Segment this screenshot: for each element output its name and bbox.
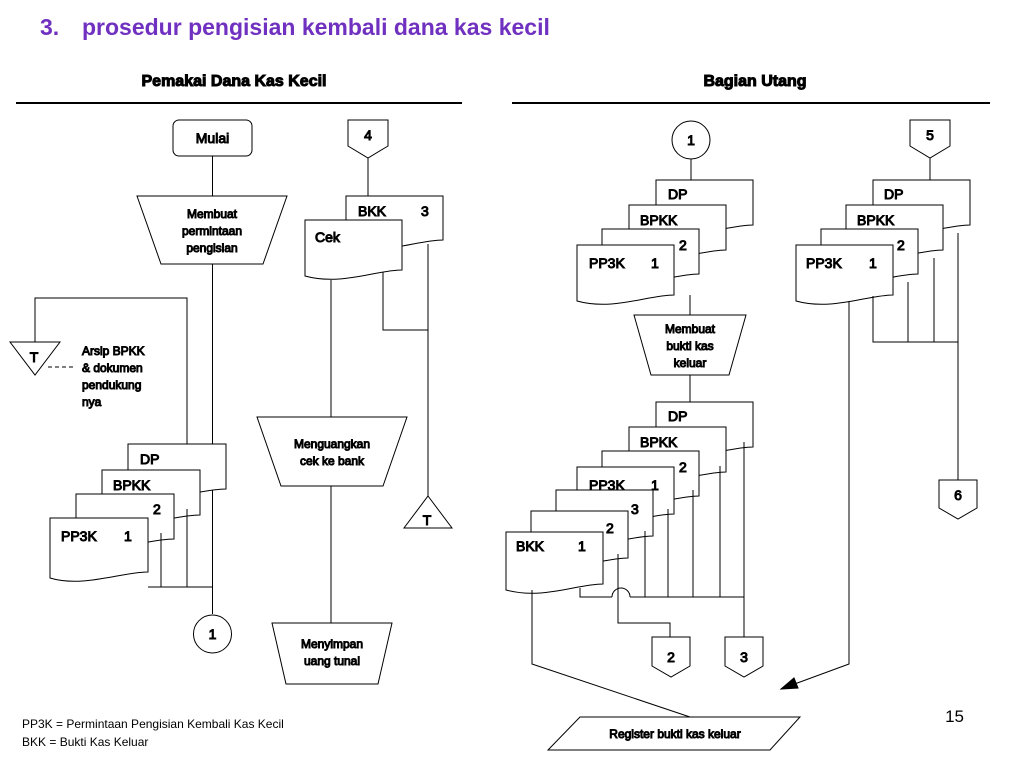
process-request-line3: pengisian xyxy=(186,241,237,255)
doc-out-pp3k-label: PP3K xyxy=(589,477,625,493)
doc-in-dp-label: DP xyxy=(668,186,687,202)
archive-note-line3: pendukung xyxy=(82,378,141,392)
register-shape xyxy=(546,716,802,751)
doc-pp3k-copy-number: 1 xyxy=(124,528,132,544)
doc-in2-pp3k-label: PP3K xyxy=(806,255,842,271)
doc-bpkk-copy-number: 2 xyxy=(153,501,161,517)
offpage-connector-2 xyxy=(651,636,691,678)
doc-bkk-3-label: BKK xyxy=(358,203,387,219)
store-cash-line1: Menyimpan xyxy=(301,637,363,651)
archive-note-line2: & dokumen xyxy=(82,361,143,375)
doc-pp3k-label: PP3K xyxy=(61,528,97,544)
offpage-connector-4 xyxy=(347,119,389,159)
doc-dp-label: DP xyxy=(140,451,159,467)
doc-out-bkk-3-number: 3 xyxy=(631,501,639,517)
flow-line xyxy=(872,296,958,343)
doc-out-dp-label: DP xyxy=(668,408,687,424)
legend-note-bkk: BKK = Bukti Kas Keluar xyxy=(22,735,149,749)
process-voucher-line2: bukti kas xyxy=(666,339,713,353)
doc-out-bkk-label: BKK xyxy=(516,538,545,554)
process-cash-line1: Menguangkan xyxy=(294,437,370,451)
offpage-connector-2-label: 2 xyxy=(667,649,675,665)
title-text: prosedur pengisian kembali dana kas keci… xyxy=(82,14,550,40)
process-request-line1: Membuat xyxy=(187,207,238,221)
offpage-connector-3-label: 3 xyxy=(740,649,748,665)
process-voucher-line3: keluar xyxy=(674,356,707,370)
archive-note-line4: nya xyxy=(82,395,102,409)
doc-cek xyxy=(304,219,403,280)
slide-title: 3. prosedur pengisian kembali dana kas ke… xyxy=(40,14,550,41)
doc-in2-bpkk-label: BPKK xyxy=(857,212,895,228)
flow-line xyxy=(579,588,612,598)
flow-line xyxy=(382,272,428,331)
archive-file-label: T xyxy=(30,349,39,365)
legend-note-pp3k: PP3K = Permintaan Pengisian Kembali Kas … xyxy=(22,717,284,731)
arrow-head xyxy=(779,677,799,690)
offpage-connector-4-label: 4 xyxy=(364,127,372,143)
archive-note-line1: Arsip BPKK xyxy=(82,344,145,358)
process-voucher-shape xyxy=(633,314,747,376)
doc-out-bpkk-copy-number: 2 xyxy=(679,459,687,475)
archive-file-shape-2 xyxy=(403,495,453,529)
title-number: 3. xyxy=(40,14,60,40)
flow-line xyxy=(617,554,671,637)
offpage-connector-5-label: 5 xyxy=(926,127,934,143)
doc-out-bkk-2-number: 2 xyxy=(606,520,614,536)
doc-out-bkk-copy-number: 1 xyxy=(578,538,586,554)
doc-in2-pp3k xyxy=(795,244,894,305)
flow-line xyxy=(531,590,691,718)
page-number: 15 xyxy=(945,707,964,726)
doc-out-pp3k-copy-number: 1 xyxy=(651,477,659,493)
right-column-header: Bagian Utang xyxy=(703,73,806,90)
store-cash-shape xyxy=(271,622,393,685)
offpage-connector-3 xyxy=(724,636,764,678)
doc-bpkk-label: BPKK xyxy=(113,477,151,493)
offpage-connector-6 xyxy=(938,479,978,520)
line-crossover xyxy=(611,587,631,598)
process-cash-shape xyxy=(256,416,408,487)
connector-in-1-label: 1 xyxy=(687,132,695,148)
doc-out-bpkk-label: BPKK xyxy=(640,434,678,450)
store-cash-line2: uang tunai xyxy=(304,654,360,668)
process-cash-line2: cek ke bank xyxy=(300,454,365,468)
flow-line xyxy=(780,301,850,690)
offpage-connector-6-label: 6 xyxy=(954,487,962,503)
start-label: Mulai xyxy=(196,130,229,146)
doc-in-pp3k-copy-number: 1 xyxy=(651,255,659,271)
process-request-shape xyxy=(136,195,288,265)
doc-pp3k xyxy=(49,517,149,582)
doc-bkk-3-number: 3 xyxy=(421,203,429,219)
doc-cek-label: Cek xyxy=(315,229,341,245)
doc-in2-bpkk-copy-number: 2 xyxy=(897,237,905,253)
archive-flow-line xyxy=(34,297,188,444)
archive-file-2-label: T xyxy=(423,512,432,528)
left-column-header: Pemakai Dana Kas Kecil xyxy=(142,73,327,90)
doc-in-pp3k xyxy=(576,244,675,305)
doc-in-bpkk-label: BPKK xyxy=(640,212,678,228)
doc-in-bpkk-copy-number: 2 xyxy=(679,237,687,253)
archive-file-shape xyxy=(8,341,62,376)
process-voucher-line1: Membuat xyxy=(665,322,716,336)
connector-out-1-label: 1 xyxy=(209,626,217,642)
doc-in2-pp3k-copy-number: 1 xyxy=(869,255,877,271)
register-label: Register bukti kas keluar xyxy=(609,727,740,741)
connector-out-1 xyxy=(193,614,232,654)
offpage-connector-5 xyxy=(909,119,951,159)
doc-in2-dp-label: DP xyxy=(884,186,903,202)
doc-out-bkk xyxy=(505,531,604,594)
doc-in-pp3k-label: PP3K xyxy=(589,255,625,271)
process-request-line2: permintaan xyxy=(182,224,242,238)
